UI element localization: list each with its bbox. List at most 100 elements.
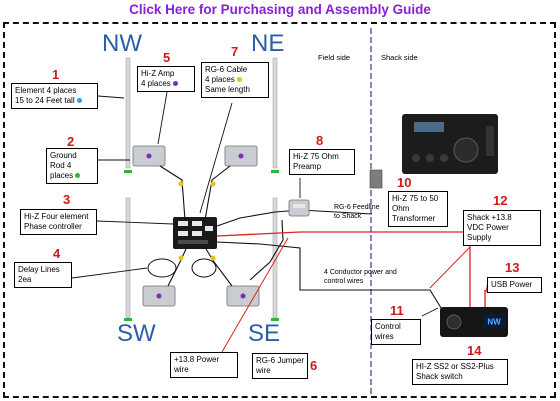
callout-14-line-1: HI-Z SS2 or SS2-Plus <box>416 362 494 371</box>
callout-number-8: 8 <box>316 133 324 148</box>
direction-sw: SW <box>117 320 156 347</box>
feedline-note: RG-6 Feedline to Shack <box>334 203 380 221</box>
callout-label-12: Shack +13.8 VDC Power Supply <box>463 210 541 246</box>
callout-arrows <box>71 91 439 317</box>
cable-marker-nw <box>178 181 184 187</box>
callout-2-line-3: places <box>50 171 94 181</box>
preamp <box>288 199 310 217</box>
cable-marker-se <box>210 255 216 261</box>
callout-label-3: Hi-Z Four element Phase controller <box>20 209 97 235</box>
element-nw-upper <box>125 57 131 169</box>
transceiver-tuning-knob <box>453 137 479 163</box>
phase-controller-jack-3 <box>178 231 188 236</box>
callout-5-line-2-text: 4 places <box>141 79 171 88</box>
ground-dot-icon <box>75 173 81 179</box>
amp-nw-marker <box>146 153 152 159</box>
direction-ne: NE <box>251 30 285 57</box>
callout-7-line-1: RG-6 Cable <box>205 65 248 74</box>
callout-label-10: Hi-Z 75 to 50 Ohm Transformer <box>388 191 448 227</box>
callout-label-4: Delay Lines 2ea <box>14 262 72 288</box>
callout-4-line-2: 2ea <box>18 275 32 284</box>
phase-controller-jack-2 <box>192 221 202 226</box>
arrow-11 <box>421 307 439 317</box>
callout-label-5: Hi-Z Amp 4 places <box>137 66 195 92</box>
callout-10-line-3: Transformer <box>392 214 436 223</box>
callout-9-line-2: wire <box>174 365 189 374</box>
callout-6-line-1: RG-6 Jumper <box>256 356 305 365</box>
callout-13-line-1: USB Power <box>491 280 533 289</box>
element-nw-lower <box>125 197 131 319</box>
callout-5-line-2: 4 places <box>141 79 191 89</box>
arrow-4 <box>71 267 148 279</box>
callout-3-line-1: Hi-Z Four element <box>24 212 89 221</box>
cable-nw <box>159 165 186 221</box>
conductor-note-line-2: control wires <box>324 278 364 285</box>
cable-se <box>205 248 233 287</box>
field-side-label: Field side <box>318 53 351 62</box>
callout-number-13: 13 <box>505 260 520 275</box>
arrow-7 <box>199 102 233 214</box>
callout-number-1: 1 <box>52 67 60 82</box>
cable-marker-ne <box>210 181 216 187</box>
amp-ne-marker <box>238 153 244 159</box>
arrow-12 <box>429 246 471 289</box>
arrow-1 <box>97 95 125 99</box>
conductor-note-line-1: 4 Conductor power and <box>324 269 397 276</box>
preamp-jack <box>293 204 305 208</box>
callout-number-5: 5 <box>163 50 171 65</box>
callout-number-3: 3 <box>63 192 71 207</box>
callout-number-10: 10 <box>397 175 412 190</box>
ground-rods <box>124 170 279 321</box>
arrow-5 <box>157 91 168 145</box>
phase-controller-jack-5 <box>205 226 213 231</box>
conductor-wire <box>216 241 447 317</box>
jumper-wire <box>249 219 284 281</box>
shack-switch-knob <box>446 314 462 330</box>
amp-se-marker <box>240 293 246 299</box>
callout-number-11: 11 <box>390 303 404 318</box>
shack-side-label: Shack side <box>381 53 418 62</box>
callout-2-line-2: Rod 4 <box>50 161 72 170</box>
callout-label-2: Ground Rod 4 places <box>46 148 98 184</box>
shack-switch: NW <box>440 307 508 337</box>
delay-line-coil-1 <box>147 258 177 278</box>
callout-number-7: 7 <box>231 44 239 59</box>
cable-sw <box>167 248 187 287</box>
phase-controller <box>173 217 217 249</box>
callout-6-line-2: wire <box>256 366 271 375</box>
purchasing-guide-link[interactable]: Click Here for Purchasing and Assembly G… <box>129 2 431 17</box>
callout-3-line-2: Phase controller <box>24 222 82 231</box>
callout-10-line-1: Hi-Z 75 to 50 <box>392 194 439 203</box>
callout-1-line-2: 15 to 24 Feet tall <box>15 96 94 106</box>
phase-controller-jack-1 <box>178 221 188 226</box>
callout-number-14: 14 <box>467 343 482 358</box>
arrow-3 <box>96 220 174 225</box>
power-wire-main <box>216 231 471 318</box>
callout-7-line-3: Same length <box>205 85 250 94</box>
transceiver <box>402 114 498 174</box>
delay-line-coil-2 <box>191 258 217 278</box>
amp-dot-icon <box>172 81 178 87</box>
feedline-note-line-2: to Shack <box>334 213 362 220</box>
ground-rod-se <box>271 318 279 321</box>
feed-cables <box>159 165 447 317</box>
feedline-note-line-1: RG-6 Feedline <box>334 204 380 211</box>
callout-5-line-1: Hi-Z Amp <box>141 69 175 78</box>
callout-label-9: +13.8 Power wire <box>170 352 238 378</box>
transceiver-knob-small-2 <box>426 154 434 162</box>
callout-1-line-1: Element 4 places <box>15 86 77 95</box>
direction-se: SE <box>248 320 281 347</box>
cable-marker-sw <box>178 255 184 261</box>
callout-number-6: 6 <box>310 358 318 373</box>
phase-controller-jack-4 <box>192 231 202 236</box>
transceiver-buttons <box>486 126 494 156</box>
shack-switch-display-bg <box>483 314 505 328</box>
element-ne-upper <box>272 57 278 169</box>
callout-11-line-2: wires <box>375 332 394 341</box>
callout-7-line-2-text: 4 places <box>205 75 235 84</box>
callout-2-line-3-text: places <box>50 171 74 180</box>
callout-number-12: 12 <box>493 193 508 208</box>
transceiver-display <box>414 122 444 132</box>
callout-14-line-2: Shack switch <box>416 372 463 381</box>
